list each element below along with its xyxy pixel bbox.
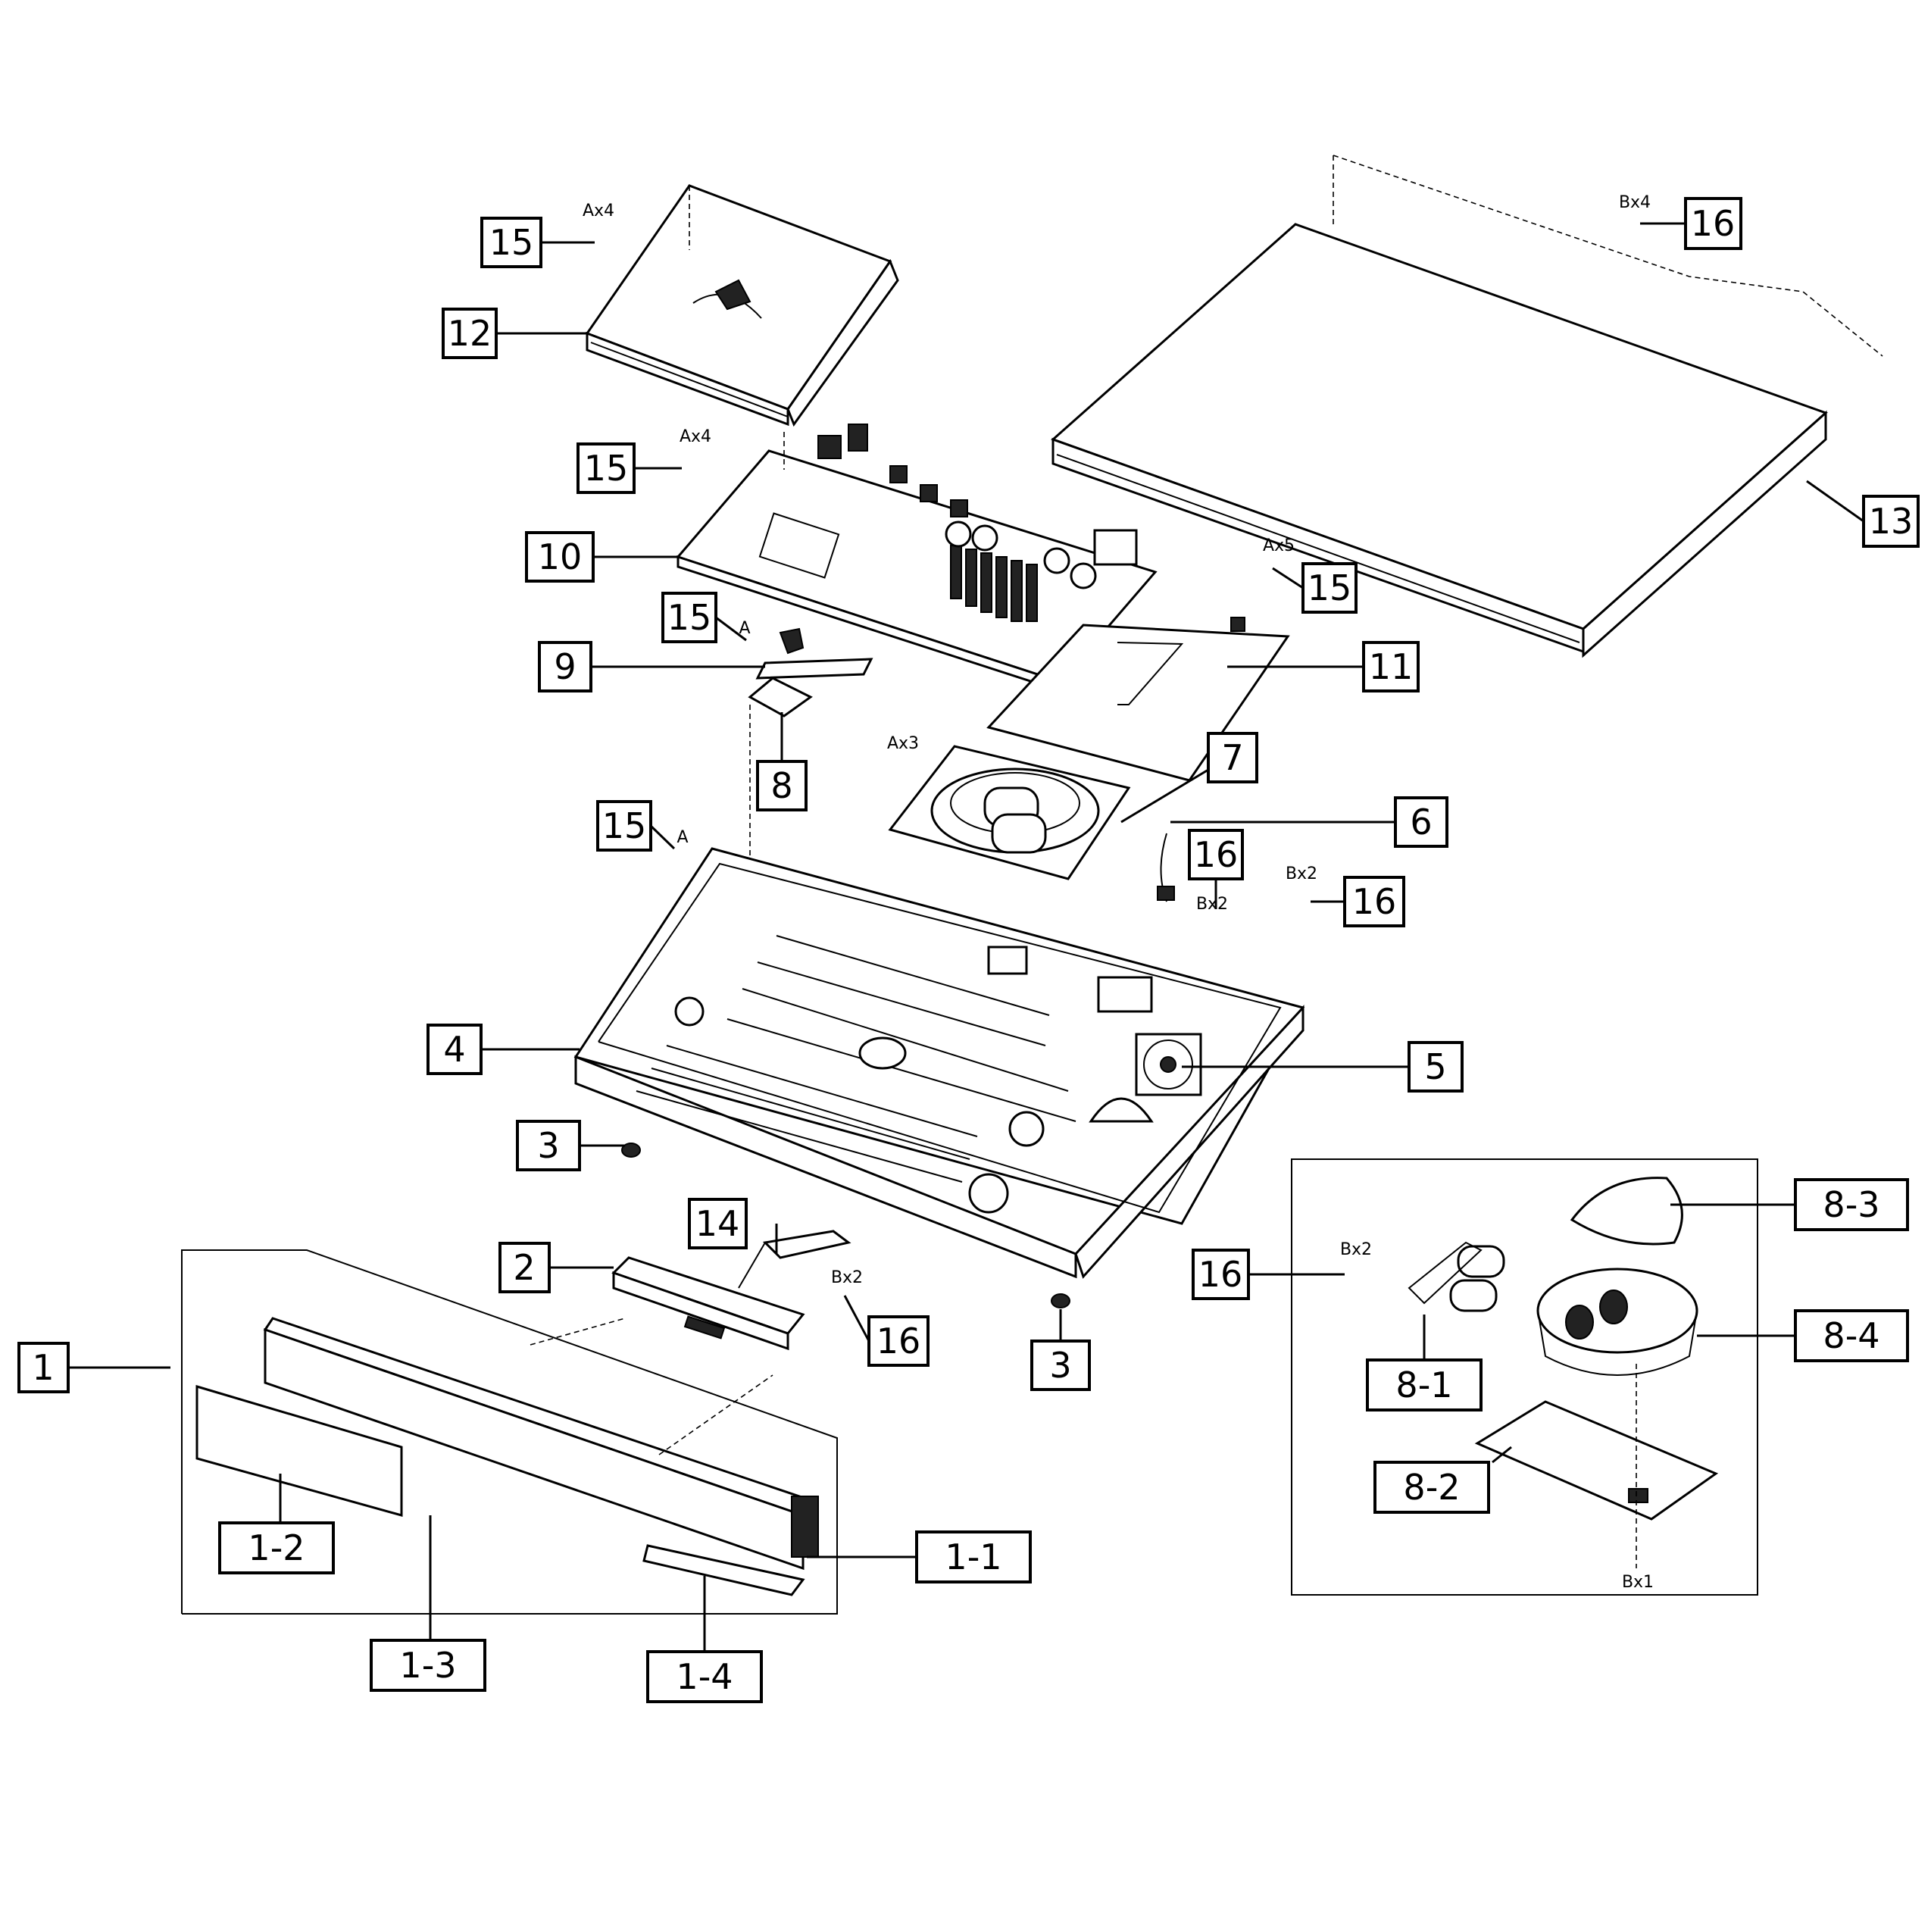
svg-text:8-2: 8-2 bbox=[1403, 1467, 1460, 1508]
callout-16-d: 16 bbox=[867, 1315, 930, 1367]
qty-label-ax3: Ax3 bbox=[887, 734, 919, 753]
callout-15-b: 15 bbox=[576, 442, 636, 494]
svg-text:8-4: 8-4 bbox=[1823, 1315, 1879, 1356]
svg-text:6: 6 bbox=[1410, 802, 1432, 843]
callout-1: 1 bbox=[17, 1342, 70, 1393]
svg-text:13: 13 bbox=[1869, 501, 1914, 542]
qty-label-ax5: Ax5 bbox=[1263, 536, 1295, 555]
svg-text:1-3: 1-3 bbox=[399, 1645, 456, 1686]
svg-text:2: 2 bbox=[513, 1247, 535, 1288]
svg-text:1: 1 bbox=[32, 1347, 54, 1388]
qty-label-bx2-inset: Bx2 bbox=[1340, 1240, 1372, 1259]
front-panel-group-frame bbox=[181, 1249, 838, 1615]
svg-text:8-1: 8-1 bbox=[1395, 1365, 1452, 1405]
svg-text:8-3: 8-3 bbox=[1823, 1184, 1879, 1225]
callout-8-4: 8-4 bbox=[1794, 1309, 1909, 1362]
callout-16-e: 16 bbox=[1192, 1249, 1250, 1300]
svg-text:3: 3 bbox=[537, 1125, 559, 1166]
callout-6: 6 bbox=[1394, 796, 1448, 848]
svg-text:9: 9 bbox=[554, 646, 576, 687]
callout-15-e: 15 bbox=[596, 800, 652, 852]
svg-text:16: 16 bbox=[876, 1321, 921, 1361]
callout-16-b: 16 bbox=[1188, 829, 1244, 880]
qty-label-bx1: Bx1 bbox=[1622, 1573, 1654, 1592]
callout-7: 7 bbox=[1207, 732, 1258, 783]
svg-text:16: 16 bbox=[1352, 881, 1397, 922]
svg-text:4: 4 bbox=[443, 1029, 465, 1070]
part-cable-9 bbox=[755, 627, 873, 680]
callout-15-c: 15 bbox=[661, 592, 717, 643]
part-foot-right bbox=[1051, 1293, 1070, 1308]
qty-label-a-chassis: A bbox=[676, 828, 688, 847]
svg-text:15: 15 bbox=[489, 222, 534, 263]
qty-label-ax4-board: Ax4 bbox=[680, 427, 711, 446]
callout-10: 10 bbox=[525, 531, 595, 583]
callout-15-a: 15 bbox=[480, 217, 542, 268]
qty-label-bx4: Bx4 bbox=[1619, 193, 1651, 212]
svg-text:16: 16 bbox=[1194, 834, 1239, 875]
part-display-board bbox=[611, 1256, 805, 1351]
svg-text:1-2: 1-2 bbox=[248, 1527, 305, 1568]
part-fan bbox=[1135, 1033, 1202, 1096]
svg-text:1-4: 1-4 bbox=[676, 1656, 733, 1697]
svg-text:15: 15 bbox=[667, 597, 712, 638]
leader-lines bbox=[68, 222, 1864, 1652]
callout-2: 2 bbox=[498, 1242, 551, 1293]
callout-12: 12 bbox=[442, 308, 498, 359]
part-chassis bbox=[573, 847, 1305, 1279]
svg-text:15: 15 bbox=[1308, 567, 1352, 608]
part-top-cover bbox=[1051, 155, 1883, 658]
part-flat-cable-14 bbox=[738, 1230, 851, 1289]
callout-16-a: 16 bbox=[1684, 197, 1742, 250]
callout-3-b: 3 bbox=[1030, 1340, 1091, 1391]
callout-4: 4 bbox=[427, 1024, 483, 1075]
svg-text:15: 15 bbox=[584, 448, 629, 489]
callout-1-2: 1-2 bbox=[218, 1521, 335, 1574]
callout-8-1: 8-1 bbox=[1366, 1358, 1483, 1411]
callout-8: 8 bbox=[756, 760, 808, 811]
part-cable-6 bbox=[1157, 833, 1175, 902]
callout-11: 11 bbox=[1362, 641, 1420, 692]
svg-text:5: 5 bbox=[1424, 1046, 1446, 1087]
svg-text:10: 10 bbox=[538, 536, 583, 577]
qty-label-a-board8: A bbox=[739, 619, 750, 638]
part-optical-drive bbox=[585, 184, 899, 427]
callout-9: 9 bbox=[538, 641, 592, 692]
qty-label-bx2-top: Bx2 bbox=[1286, 864, 1317, 883]
callout-16-c: 16 bbox=[1343, 876, 1405, 927]
svg-text:15: 15 bbox=[602, 805, 647, 846]
callout-1-3: 1-3 bbox=[370, 1639, 486, 1692]
callout-14: 14 bbox=[688, 1198, 748, 1249]
chassis-vent-slots bbox=[636, 935, 1076, 1183]
svg-text:16: 16 bbox=[1198, 1254, 1243, 1295]
svg-text:3: 3 bbox=[1049, 1345, 1071, 1386]
callout-8-2: 8-2 bbox=[1373, 1461, 1490, 1514]
svg-text:7: 7 bbox=[1221, 737, 1243, 778]
part-foot-left bbox=[621, 1143, 641, 1158]
callout-1-1: 1-1 bbox=[915, 1530, 1032, 1583]
part-speaker-assembly bbox=[888, 745, 1131, 880]
svg-text:14: 14 bbox=[695, 1203, 740, 1244]
qty-label-bx2-front: Bx2 bbox=[831, 1268, 863, 1287]
svg-text:11: 11 bbox=[1369, 646, 1414, 687]
part-main-board bbox=[676, 424, 1158, 693]
svg-text:8: 8 bbox=[770, 765, 792, 806]
callout-15-d: 15 bbox=[1301, 562, 1358, 614]
svg-text:16: 16 bbox=[1691, 203, 1736, 244]
callout-5: 5 bbox=[1408, 1041, 1464, 1093]
callout-8-3: 8-3 bbox=[1794, 1178, 1909, 1231]
qty-label-ax4-top: Ax4 bbox=[583, 202, 614, 220]
callout-3-a: 3 bbox=[516, 1120, 581, 1171]
callout-1-4: 1-4 bbox=[646, 1650, 763, 1703]
svg-text:1-1: 1-1 bbox=[945, 1537, 1001, 1577]
callout-13: 13 bbox=[1862, 495, 1920, 548]
svg-text:12: 12 bbox=[448, 313, 492, 354]
qty-label-bx2-mid: Bx2 bbox=[1196, 895, 1228, 914]
inset-board-group-frame bbox=[1291, 1158, 1758, 1596]
